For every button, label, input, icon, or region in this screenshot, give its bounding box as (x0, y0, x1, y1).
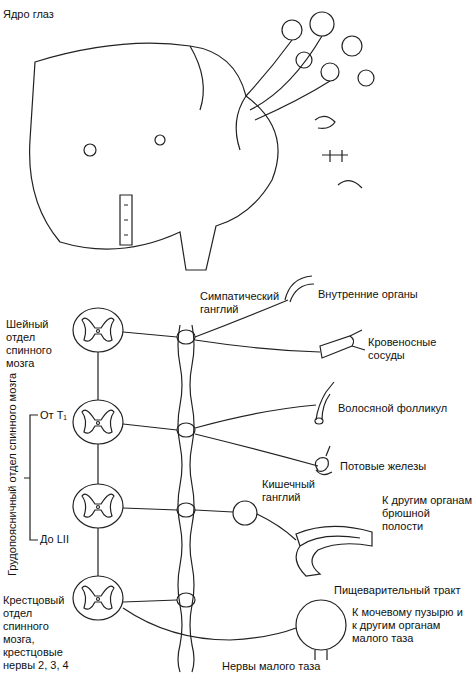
nerve (123, 405, 318, 466)
nerve-label: Нервы малого таза (222, 660, 342, 673)
ganglion-label: Симпатический ганглий (200, 290, 295, 316)
sweat-gland (315, 446, 332, 475)
eye-ganglion (282, 20, 302, 40)
hair-follicle (315, 418, 323, 424)
spinal-cord-section (73, 576, 123, 620)
hair-follicle (316, 382, 334, 420)
ganglion-label: Кишечный ганглий (262, 478, 342, 504)
segment-label: До LII (40, 533, 74, 546)
organ-label: Внутренние органы (318, 288, 468, 301)
chain-ganglion (177, 330, 195, 344)
spinal-cord-section (73, 400, 123, 444)
organ-label: Кровеносные сосуды (368, 336, 468, 362)
sympathetic-chain (190, 325, 194, 672)
digestive-tract (300, 536, 360, 546)
eye-ganglion (342, 36, 362, 56)
organ-label: К другим органам брюшной полости (382, 494, 474, 533)
sympathetic-chain (178, 325, 182, 672)
chain-ganglion (177, 423, 195, 437)
brain-detail (190, 46, 246, 150)
eye-ganglion (358, 70, 374, 86)
region-label: Шейный отдел спинного мозга (6, 318, 64, 370)
brain-detail (120, 195, 132, 245)
organ-label: Волосяной фолликул (338, 402, 468, 415)
bracket (24, 415, 38, 540)
chain-ganglion (177, 503, 195, 517)
blood-vessel (320, 330, 365, 358)
brain-nucleus (84, 144, 96, 156)
organ-label: Потовые железы (340, 460, 460, 473)
region-label: Ядро глаз (3, 8, 123, 21)
nerve (123, 600, 296, 640)
eye-ganglion (321, 63, 339, 81)
cord-link (97, 352, 98, 576)
small-structure (315, 116, 335, 128)
small-structure (322, 150, 348, 162)
nerve-fiber (246, 36, 330, 120)
brain-outline (30, 43, 278, 270)
nerve (123, 508, 296, 540)
enteric-ganglion (233, 501, 257, 525)
bladder (296, 600, 346, 650)
spinal-cord-section (73, 484, 123, 528)
internal-organs (285, 276, 314, 302)
eye-ganglion (310, 12, 334, 36)
digestive-tract (296, 526, 372, 576)
small-structure (338, 181, 362, 188)
organ-label: К мочевому пузырю и к другим органам мал… (352, 606, 470, 645)
bladder (315, 650, 327, 660)
region-label: Грудопоясничный отдел спинного мозга (6, 370, 19, 580)
spinal-cord-section (73, 308, 123, 352)
segment-label: От T₁ (40, 409, 74, 422)
organ-label: Пищеварительный тракт (334, 584, 474, 597)
brain-nucleus (155, 135, 165, 145)
chain-ganglion (177, 593, 195, 607)
region-label: Крестцовый отдел спинного мозга, крестцо… (3, 594, 69, 672)
